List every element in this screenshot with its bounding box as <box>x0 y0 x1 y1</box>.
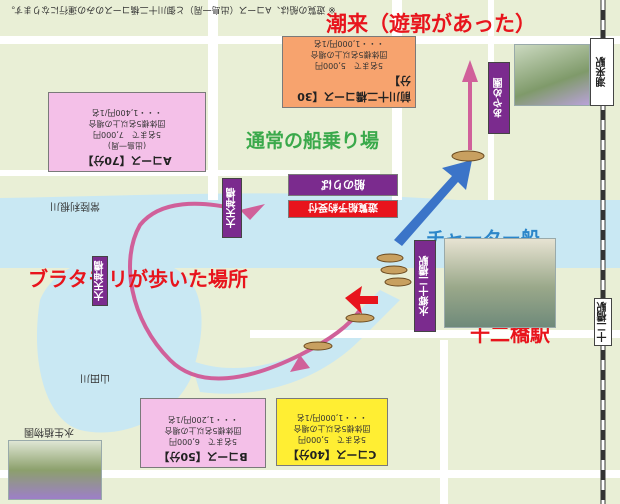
regular-pier-label: 通常の船乗り場 <box>246 130 380 152</box>
course-d-sub3: ・・・1,000円/1名 <box>313 39 385 48</box>
canal-east <box>190 290 400 394</box>
lake <box>36 255 202 433</box>
juni-photo <box>444 238 556 328</box>
course-a-title: Aコース【70分】 <box>82 154 172 167</box>
course-b-box: Bコース【50分】 5名まで 6,000円 団体様5名以上の場合 ・・・1,20… <box>140 398 266 468</box>
small-sign: 大天神橋 <box>92 256 108 306</box>
suikyo-park-label: 水生植物園 <box>24 426 74 437</box>
buratamori-label: ブラタモリが歩いた場所 <box>28 267 248 291</box>
course-c-sub1: 5名まで 5,000円 <box>298 435 366 444</box>
road-river-north <box>0 170 380 176</box>
boats <box>303 150 485 351</box>
road-south <box>250 330 620 338</box>
road-bottom <box>0 470 620 478</box>
route-a <box>128 201 301 381</box>
river-name-label: 常陸利根川 <box>50 200 100 211</box>
route-arrow-1 <box>290 355 310 372</box>
course-d-box: 前川十二橋コース【30分】 5名まで 5,000円 団体様5名以上の場合 ・・・… <box>282 36 416 108</box>
road-v4 <box>440 340 448 504</box>
suikyo-photo <box>8 440 102 500</box>
charter-arrow <box>394 160 472 246</box>
route-arrow-2 <box>240 204 265 220</box>
juni-station-sign: 十二橋駅 <box>594 298 612 346</box>
route-arrow-3 <box>462 60 478 82</box>
pier-sign-1: 船のりば <box>288 174 398 196</box>
course-b-sub3: ・・・1,200円/1名 <box>167 415 239 424</box>
course-d-sub1: 5名まで 5,000円 <box>315 61 383 70</box>
course-c-sub3: ・・・1,000円/1名 <box>296 413 368 422</box>
course-b-title: Bコース【50分】 <box>158 450 248 463</box>
course-a-box: Aコース【70分】 (出島一周) 5名まで 7,000円 団体様5名以上の場合 … <box>48 92 206 172</box>
header-note: ※ 遊覧の船は、Aコース（出島一周）と御川十二橋コースのみの運行になります。 <box>6 4 336 14</box>
course-b-sub1: 5名まで 6,000円 <box>169 437 237 446</box>
canal-link <box>120 262 150 300</box>
mizugo-juni-sign: 水郷十二橋駅 <box>414 240 436 332</box>
road-v1 <box>208 0 218 200</box>
walk-arrow <box>345 286 378 314</box>
course-c-box: Cコース【40分】 5名まで 5,000円 団体様5名以上の場合 ・・・1,00… <box>276 398 388 466</box>
course-d-title: 前川十二橋コース【30分】 <box>297 74 411 103</box>
itako-station-sign: 潮来駅 <box>590 38 614 106</box>
itako-title: 潮来（遊郭があった） <box>326 12 536 36</box>
course-a-sub4: ・・・1,400円/1名 <box>91 108 163 117</box>
course-a-sub3: 団体様5名以上の場合 <box>88 119 166 128</box>
otenjin-bridge-sign: 大天神橋 <box>222 178 242 238</box>
course-c-sub2: 団体様5名以上の場合 <box>293 424 371 433</box>
course-a-sub2: 5名まで 7,000円 <box>93 130 161 139</box>
course-c-title: Cコース【40分】 <box>287 448 377 461</box>
yamada-river-label: 山田川 <box>80 372 110 383</box>
pier-sign-2: 遊覧船予約受付 <box>288 200 398 218</box>
course-b-sub2: 団体様5名以上の場合 <box>164 426 242 435</box>
ayame-photo <box>514 44 590 106</box>
ayame-park-sign: あやめ園 <box>488 62 510 134</box>
course-d-sub2: 団体様5名以上の場合 <box>310 50 388 59</box>
course-a-sub1: (出島一周) <box>107 141 147 150</box>
